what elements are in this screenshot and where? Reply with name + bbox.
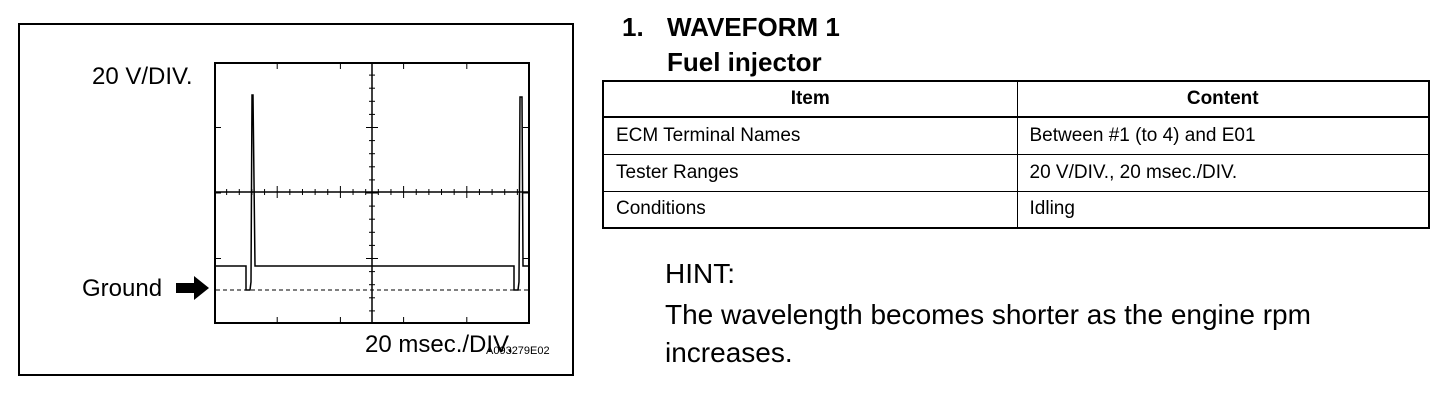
- hint-text: The wavelength becomes shorter as the en…: [665, 299, 1311, 368]
- row-content-cell: Between #1 (to 4) and E01: [1016, 116, 1430, 155]
- row-item-cell: Tester Ranges: [602, 153, 1018, 192]
- header-item: Item: [602, 80, 1018, 118]
- header-content: Content: [1016, 80, 1430, 118]
- injector-waveform: [215, 94, 529, 291]
- table-header-row: Item Content: [602, 80, 1430, 118]
- right-arrow-icon: [176, 276, 209, 300]
- row-item-cell: ECM Terminal Names: [602, 116, 1018, 155]
- section-subtitle: Fuel injector: [667, 47, 822, 77]
- volt-div-label: 20 V/DIV.: [92, 63, 193, 90]
- table-row: Conditions Idling: [602, 190, 1430, 229]
- hint-label: HINT:: [665, 258, 735, 289]
- table-row: Tester Ranges 20 V/DIV., 20 msec./DIV.: [602, 153, 1430, 192]
- section-title: WAVEFORM 1: [667, 12, 840, 42]
- row-content-cell: 20 V/DIV., 20 msec./DIV.: [1016, 153, 1430, 192]
- spec-table: Item Content ECM Terminal Names Between …: [602, 80, 1430, 229]
- waveform-figure: 20 V/DIV. Ground 20 msec./DIV. A093279E0…: [18, 23, 574, 376]
- row-item-cell: Conditions: [602, 190, 1018, 229]
- oscilloscope-screen: [214, 62, 530, 324]
- ground-label: Ground: [82, 275, 163, 302]
- section-number: 1.: [622, 12, 644, 42]
- row-content-cell: Idling: [1016, 190, 1430, 229]
- figure-code: A093279E02: [486, 345, 550, 357]
- scope-ticks: [214, 62, 530, 324]
- table-row: ECM Terminal Names Between #1 (to 4) and…: [602, 116, 1430, 155]
- time-div-label: 20 msec./DIV.: [365, 331, 514, 358]
